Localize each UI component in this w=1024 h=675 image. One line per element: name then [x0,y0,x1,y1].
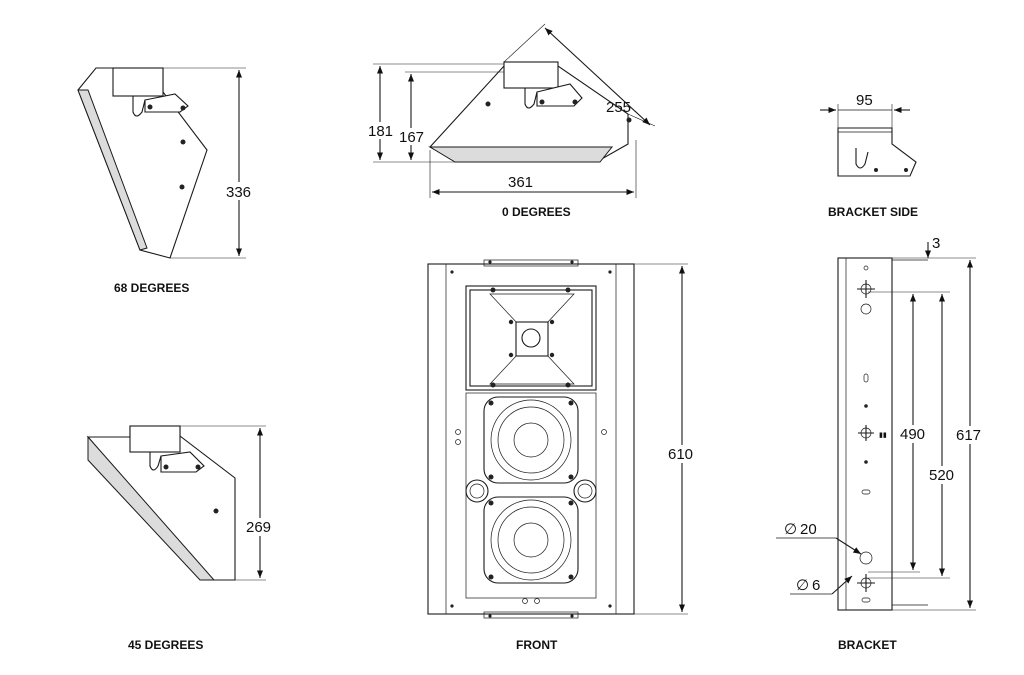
dim-bracket-hole-large: 20 [800,521,817,538]
view-0-degrees: 181 167 361 255 0 DEGREES [365,23,656,219]
dim-bracket-side-width: 95 [856,92,873,109]
view-bracket-side: 95 BRACKET SIDE [820,92,918,219]
dim-0-height-outer: 181 [368,123,393,140]
view-68-degrees: 336 68 DEGREES [77,67,254,295]
dim-68-height: 336 [226,184,251,201]
diameter-symbol-small: ∅ [796,577,809,594]
dim-bracket-outer-spacing: 520 [929,467,954,484]
diameter-symbol-large: ∅ [784,521,797,538]
dim-0-width: 361 [508,174,533,191]
dim-0-height-inner: 167 [399,129,424,146]
dim-45-height: 269 [246,519,271,536]
svg-text:▮▮: ▮▮ [879,432,887,439]
caption-front: FRONT [516,638,558,652]
view-front: 610 FRONT [427,259,696,652]
dim-bracket-offset: 3 [932,235,940,252]
caption-bracket-side: BRACKET SIDE [828,205,918,219]
view-bracket: ▮▮ 3 490 520 617 ∅ 20 ∅ 6 BRACKET [776,235,986,652]
dim-bracket-height: 617 [956,427,981,444]
dim-0-depth: 255 [606,99,631,116]
caption-bracket: BRACKET [838,638,897,652]
dim-bracket-inner-spacing: 490 [900,426,925,443]
view-45-degrees: 269 45 DEGREES [86,425,274,652]
dim-front-height: 610 [668,446,693,463]
caption-45-degrees: 45 DEGREES [128,638,203,652]
caption-0-degrees: 0 DEGREES [502,205,571,219]
caption-68-degrees: 68 DEGREES [114,281,189,295]
dim-bracket-hole-small: 6 [812,577,820,594]
